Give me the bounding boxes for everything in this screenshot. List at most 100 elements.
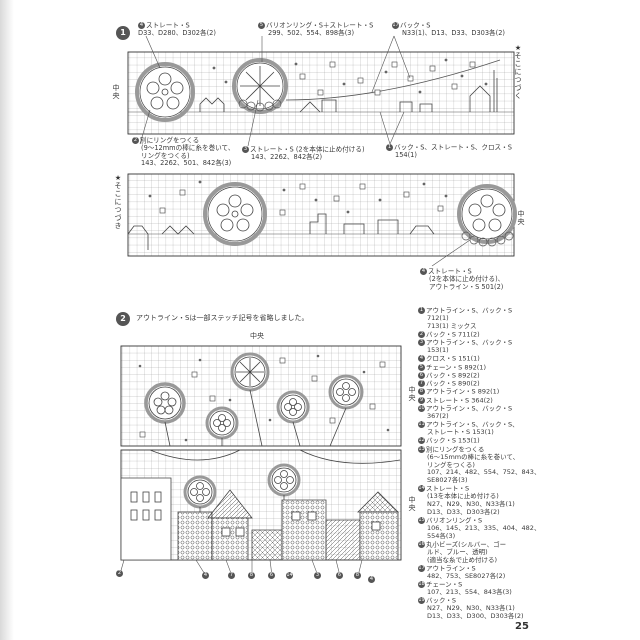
callout-number: 3	[242, 146, 249, 153]
annotation-text: 299、502、554、898各(3)	[268, 29, 355, 38]
legend-text: チェーン・S 892(1)	[426, 363, 486, 372]
legend-number: 6	[418, 371, 425, 379]
annotation-text: リングをつくる)	[141, 151, 190, 160]
legend-subtext: 554各(3)	[427, 531, 456, 540]
legend-text: バック・S 711(2)	[426, 330, 480, 339]
center-mark-left: 中央	[112, 84, 120, 100]
annotation-text: バリオンリング・S＋ストレート・S	[266, 21, 374, 30]
callout-number: 6	[268, 572, 275, 579]
callout-number: 8	[248, 572, 255, 579]
legend-number: 17	[418, 564, 425, 572]
legend-text: 丸小ビーズ(シルバー、ゴー	[426, 540, 507, 549]
legend-item: 12バック・S 153(1)	[418, 437, 618, 445]
callout-number: 6	[336, 572, 343, 579]
callout-number: 17	[392, 22, 399, 29]
annotation-text: ストレート・S	[146, 21, 190, 30]
callout-number: 3	[314, 572, 321, 579]
legend-number: 13	[418, 445, 425, 453]
annotation-text: バック・S	[400, 21, 431, 30]
legend-number: 2	[418, 330, 425, 338]
legend-text: アウトライン・S 892(1)	[426, 387, 500, 396]
legend-number: 9	[418, 396, 425, 404]
binding-gutter	[0, 0, 14, 640]
legend-number: 15	[418, 516, 425, 524]
annotation-text: D33、D280、D302各(2)	[138, 29, 216, 38]
legend-subtext: ストレート・S 153(1)	[427, 428, 494, 437]
legend-number: 16	[418, 540, 425, 548]
legend-subtext: (適当な糸で止め付ける)	[427, 555, 498, 564]
legend-number: 7	[418, 380, 425, 388]
callout-number: 4	[138, 22, 145, 29]
legend-text: アウトライン・S、バック・S	[426, 338, 513, 347]
legend-subtext: 153(1)	[427, 346, 449, 355]
callout-number: 2	[116, 570, 123, 577]
legend-item: 18チェーン・S	[418, 580, 618, 589]
legend-subtext: N27、N29、N30、N33各(1)	[427, 500, 515, 509]
legend-text: バック・S 890(2)	[426, 379, 480, 388]
legend-subtext: 713(1) ミックス	[427, 322, 477, 331]
center-mark-right-2a: 中央	[408, 386, 416, 402]
section-2-badge: 2	[116, 312, 130, 326]
legend-subtext: ルド、ブルー、透明)	[427, 547, 488, 556]
chart-2b	[119, 449, 402, 577]
legend-text: ストレート・S	[426, 484, 470, 493]
legend-text: チェーン・S	[426, 580, 463, 589]
annotation-text: (2を本体に止め付ける)、	[429, 275, 505, 284]
legend-subtext: 107、213、554、843各(3)	[427, 587, 512, 596]
callout-number: 8	[354, 572, 361, 579]
legend-number: 4	[418, 355, 425, 363]
legend-number: 10	[418, 405, 425, 413]
annotation-text: ストレート・S	[250, 145, 294, 154]
legend-number: 3	[418, 339, 425, 347]
center-mark-top: 中央	[250, 332, 264, 340]
callout-number: 14	[286, 572, 293, 579]
legend-number: 8	[418, 388, 425, 396]
legend-text: バック・S	[426, 596, 456, 605]
legend-subtext: 712(1)	[427, 314, 449, 323]
annotation-text: 143、2262、501、842各(3)	[141, 159, 232, 168]
annotation-text: 154(1)	[395, 151, 417, 160]
legend-number: 5	[418, 363, 425, 371]
annotation-text: (9〜12mmの棒に糸を巻いて、	[141, 144, 235, 153]
legend-text: バリオンリング・S	[426, 516, 483, 525]
legend-text: アウトライン・S	[426, 564, 476, 572]
continue-mark-right: ★そこにつづく	[514, 44, 522, 100]
legend-subtext: N27、N29、N30、N33各(1)	[427, 603, 515, 612]
legend-item: 10アウトライン・S、バック・S	[418, 405, 618, 413]
callout-number: 7	[228, 572, 235, 579]
legend-text: クロス・S 151(1)	[426, 354, 480, 363]
callout-number: 2	[132, 137, 139, 144]
center-mark-right: 中央	[517, 210, 525, 226]
legend-item: 11アウトライン・S、バック・S、	[418, 421, 618, 429]
callout-number: 1	[386, 144, 393, 151]
legend-subtext: D13、D33、D303各(2)	[427, 507, 500, 516]
legend-number: 18	[418, 580, 425, 588]
legend-subtext: 482、753、SE8027各(2)	[427, 571, 506, 580]
legend-subtext: リングをつくる)	[427, 460, 475, 469]
legend-number: 14	[418, 485, 425, 493]
legend-item: 15バリオンリング・S	[418, 516, 618, 525]
legend-subtext: (13を本体に止め付ける)	[427, 492, 499, 501]
legend-text: アウトライン・S、バック・S、	[426, 420, 519, 429]
legend-item: 17アウトライン・S	[418, 564, 618, 573]
legend-number: 1	[418, 307, 425, 314]
chart-1b	[127, 173, 517, 267]
callout-number: 4	[202, 572, 209, 579]
annotation-text: (2を本体に止め付ける)	[295, 145, 365, 154]
legend-text: バック・S 153(1)	[426, 436, 480, 445]
center-mark-right-2b: 中央	[408, 496, 416, 512]
